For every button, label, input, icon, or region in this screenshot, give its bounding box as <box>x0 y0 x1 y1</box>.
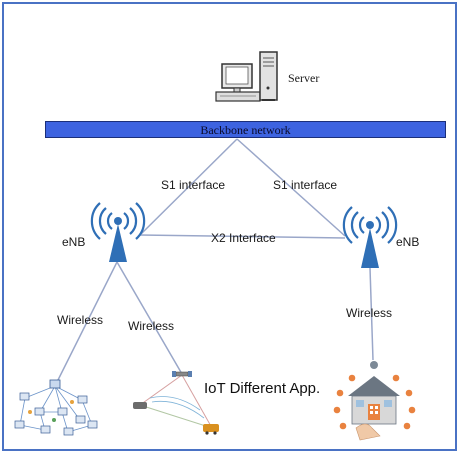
s1-left-link <box>139 138 238 236</box>
iot-apps-label: IoT Different App. <box>204 380 321 397</box>
enb-left-label: eNB <box>62 235 86 249</box>
smart-home-icon <box>333 361 416 441</box>
wireless-link-3 <box>369 267 374 361</box>
wireless-label-3: Wireless <box>346 306 393 320</box>
wireless-link-2 <box>116 261 183 375</box>
diagram-frame <box>2 2 457 451</box>
enb-left-antenna-icon <box>90 202 146 262</box>
x2-interface-label: X2 Interface <box>211 231 276 245</box>
enb-right-label: eNB <box>396 235 420 249</box>
s1-right-label: S1 interface <box>273 178 338 192</box>
s1-left-label: S1 interface <box>161 178 226 192</box>
enb-right-antenna-icon <box>342 206 398 268</box>
wireless-label-2: Wireless <box>128 319 175 333</box>
server-label: Server <box>288 71 320 85</box>
wireless-link-1 <box>54 261 118 387</box>
server-computer-icon <box>215 51 278 102</box>
iot-vehicle-satellite-icon <box>133 371 219 435</box>
backbone-network-bar: Backbone network <box>45 121 446 138</box>
backbone-label: Backbone network <box>200 123 291 137</box>
s1-right-link <box>236 138 346 237</box>
iot-network-cluster-icon <box>14 379 98 436</box>
wireless-label-1: Wireless <box>57 313 104 327</box>
x2-link <box>139 234 346 239</box>
